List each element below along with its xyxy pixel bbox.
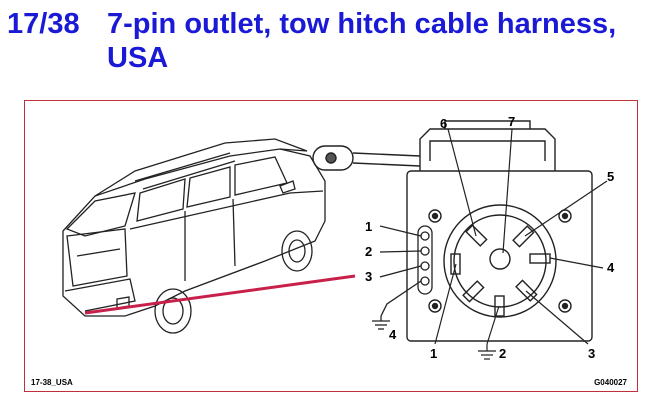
figure-id: 17-38_USA <box>31 378 73 387</box>
ground-left-label: 4 <box>389 327 397 342</box>
face-pin2-label: 2 <box>499 346 506 361</box>
pin2-left-label: 2 <box>365 244 372 259</box>
face-pin6-label: 6 <box>440 116 447 131</box>
face-pin7-label: 7 <box>508 114 515 129</box>
face-pin4-label: 4 <box>607 260 615 275</box>
diagram-frame: 1 2 3 4 6 7 5 4 1 2 3 17-38_USA G040027 <box>24 100 638 392</box>
section-number: 17/38 <box>7 8 80 40</box>
pin-lead-lines <box>434 128 608 360</box>
pin1-left-label: 1 <box>365 219 372 234</box>
outlet-housing <box>312 120 593 342</box>
face-pin3-label: 3 <box>588 346 595 361</box>
reference-id: G040027 <box>594 378 627 387</box>
outlet-diagram: 1 2 3 4 6 7 5 4 1 2 3 <box>62 114 615 361</box>
wire-connectors <box>372 225 433 330</box>
face-pin5-label: 5 <box>607 169 614 184</box>
pointer-line <box>84 274 356 315</box>
pin3-left-label: 3 <box>365 269 372 284</box>
face-pin1-label: 1 <box>430 346 437 361</box>
page-title: 7-pin outlet, tow hitch cable harness, U… <box>107 8 617 74</box>
car-illustration <box>62 138 326 334</box>
